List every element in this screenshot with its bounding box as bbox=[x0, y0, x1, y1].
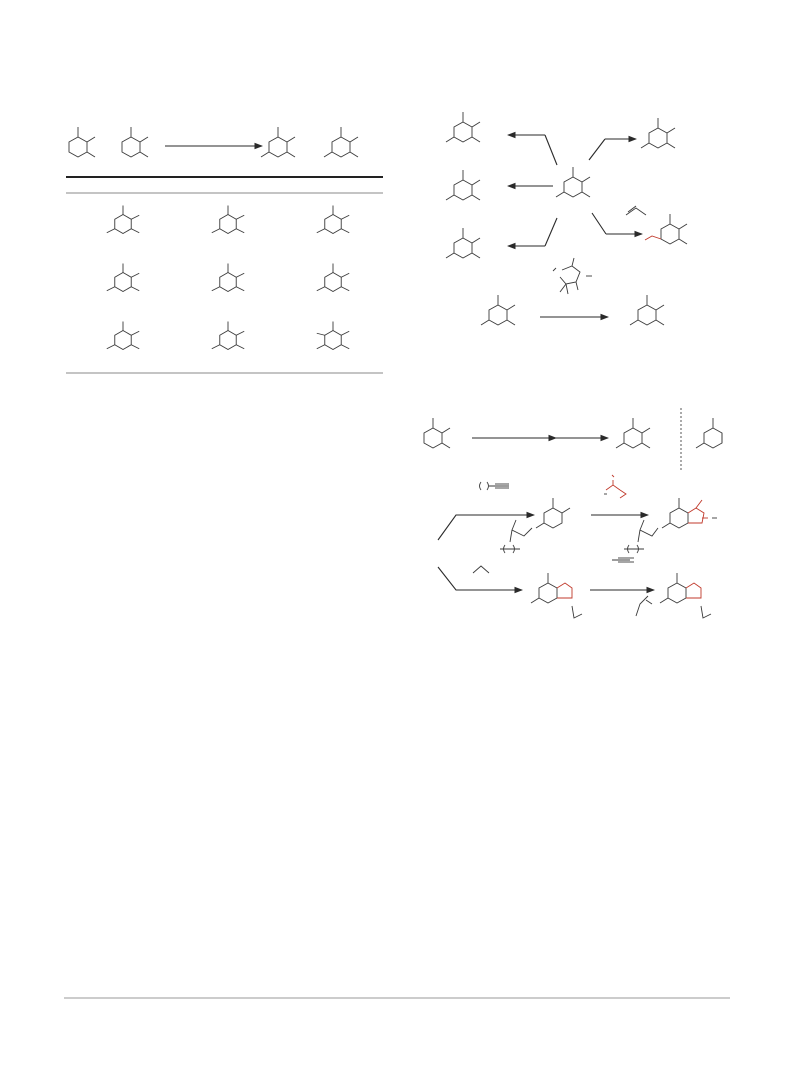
table-scheme bbox=[66, 127, 383, 374]
arrow-seg bbox=[588, 138, 606, 161]
product-ring-bottom-right bbox=[644, 214, 688, 245]
product-ring-1 bbox=[260, 127, 296, 158]
table-entry-7 bbox=[106, 321, 140, 351]
product-ring-2 bbox=[323, 127, 359, 158]
upper-product-ring bbox=[500, 498, 571, 554]
product-ring-top-left bbox=[445, 112, 481, 143]
substrate-ring-lower bbox=[480, 295, 516, 326]
branch-arrow-upper bbox=[437, 511, 536, 541]
table-entry-8 bbox=[211, 321, 245, 351]
reagent-alkene bbox=[625, 205, 647, 216]
table-entry-2 bbox=[211, 205, 245, 235]
product-ring-lower bbox=[629, 295, 665, 326]
table-grid bbox=[106, 205, 350, 351]
reagent-cation bbox=[604, 474, 627, 499]
product-ring-bottom-left bbox=[445, 228, 481, 259]
reagent-alkene-2 bbox=[472, 565, 490, 574]
lower-product-ring bbox=[530, 573, 583, 619]
table-entry-9 bbox=[316, 321, 350, 351]
reagent-imide bbox=[552, 257, 592, 295]
reactant-ring-1 bbox=[68, 127, 96, 158]
product-ring-top-right bbox=[640, 118, 676, 149]
reagent-alkyne-1 bbox=[479, 481, 509, 491]
arrow-seg bbox=[591, 212, 607, 235]
lower-final-ring bbox=[635, 573, 712, 619]
table-entry-5 bbox=[211, 263, 245, 293]
arrow-seg bbox=[544, 134, 558, 166]
side-ring bbox=[695, 418, 723, 449]
table-entry-4 bbox=[106, 263, 140, 293]
table-entry-1 bbox=[106, 205, 140, 235]
arrow-seg bbox=[544, 217, 558, 247]
table-entry-3 bbox=[316, 205, 350, 235]
intermediate-ring bbox=[615, 418, 651, 449]
scheme-divergent bbox=[445, 112, 688, 326]
central-ring bbox=[555, 167, 591, 198]
product-ring-mid-left bbox=[445, 170, 481, 201]
upper-final-ring bbox=[612, 498, 717, 563]
reactant-ring-2 bbox=[121, 127, 149, 158]
start-ring bbox=[423, 418, 451, 449]
scheme-annulation bbox=[423, 408, 723, 619]
reaction-header bbox=[68, 127, 359, 158]
branch-arrow-lower bbox=[437, 566, 524, 594]
table-entry-6 bbox=[316, 263, 350, 293]
